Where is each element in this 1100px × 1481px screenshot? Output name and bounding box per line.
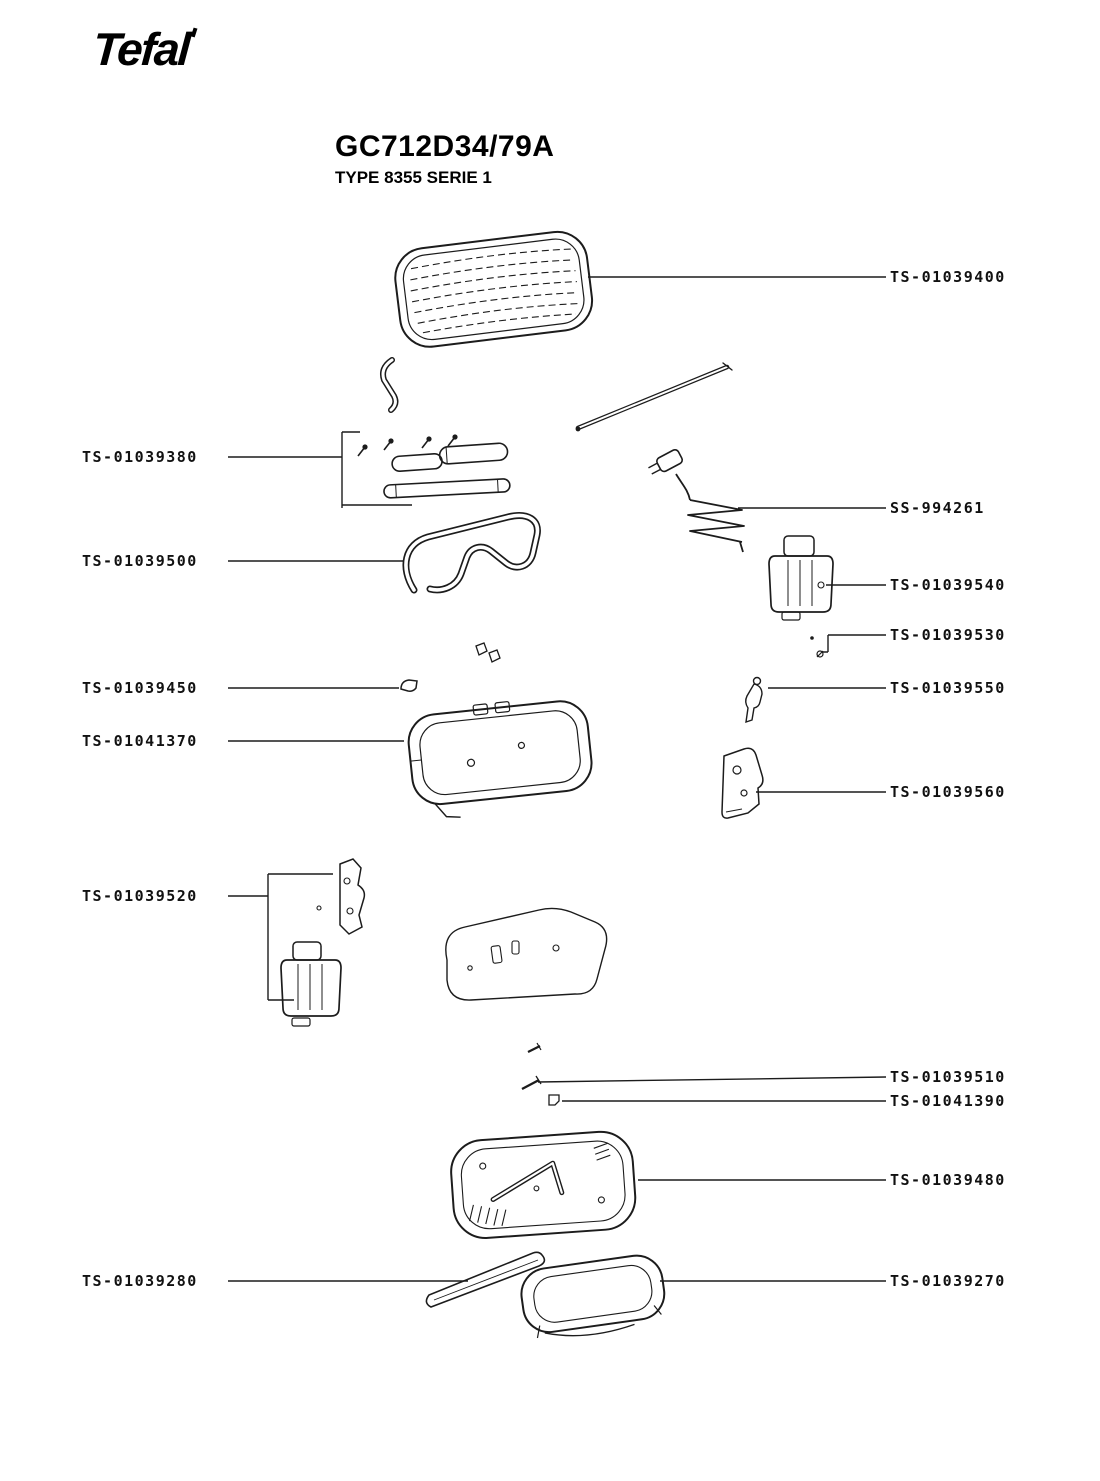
clip-drawing bbox=[400, 679, 418, 692]
part-label-ts-01041370: TS-01041370 bbox=[82, 732, 198, 750]
part-label-ts-01039550: TS-01039550 bbox=[890, 679, 1006, 697]
screw-drawing bbox=[521, 1075, 542, 1091]
part-label-ts-01039270: TS-01039270 bbox=[890, 1272, 1006, 1290]
small-screw-drawing bbox=[527, 1042, 542, 1053]
bracket-drawing bbox=[721, 747, 764, 819]
part-label-ts-01039400: TS-01039400 bbox=[890, 268, 1006, 286]
grill-frame-drawing bbox=[407, 700, 593, 818]
lever-drawing bbox=[745, 676, 763, 724]
part-label-ts-01039480: TS-01039480 bbox=[890, 1171, 1006, 1189]
leader-ts-01039520 bbox=[228, 873, 333, 1001]
part-label-ts-01039540: TS-01039540 bbox=[890, 576, 1006, 594]
leader-ts-01039530 bbox=[822, 634, 886, 653]
cord-clip-drawing bbox=[548, 1094, 560, 1106]
part-label-ts-01039510: TS-01039510 bbox=[890, 1068, 1006, 1086]
heating-element-drawing bbox=[402, 512, 541, 594]
part-label-ts-01041390: TS-01041390 bbox=[890, 1092, 1006, 1110]
base-frame-drawing bbox=[520, 1254, 666, 1339]
rod-drawing bbox=[575, 362, 733, 432]
power-cord-drawing bbox=[648, 448, 745, 553]
part-label-ts-01039560: TS-01039560 bbox=[890, 783, 1006, 801]
leader-ts-01039380 bbox=[228, 431, 412, 508]
hook-tube-drawing bbox=[380, 357, 399, 413]
handle-strip-drawing bbox=[425, 1251, 546, 1308]
screws-drawing bbox=[810, 636, 824, 658]
base-housing-drawing bbox=[450, 1130, 637, 1239]
hinge-housing-drawing bbox=[280, 941, 342, 1027]
thermostat-housing-drawing bbox=[768, 535, 834, 621]
part-label-ts-01039500: TS-01039500 bbox=[82, 552, 198, 570]
leader-lines bbox=[228, 276, 887, 1282]
part-label-ts-01039530: TS-01039530 bbox=[890, 626, 1006, 644]
part-label-ts-01039520: TS-01039520 bbox=[82, 887, 198, 905]
part-label-ts-01039380: TS-01039380 bbox=[82, 448, 198, 466]
part-label-ts-01039280: TS-01039280 bbox=[82, 1272, 198, 1290]
leader-ts-01039510 bbox=[537, 1076, 887, 1083]
page-title: GC712D34/79A bbox=[335, 130, 555, 163]
part-label-ss-994261: SS-994261 bbox=[890, 499, 985, 517]
hinge-bracket-drawing bbox=[316, 858, 366, 935]
title-block: GC712D34/79A TYPE 8355 SERIE 1 bbox=[335, 130, 554, 188]
hinge-clips-drawing bbox=[475, 642, 501, 663]
heater-assembly-drawing bbox=[357, 434, 511, 499]
page-subtitle: TYPE 8355 SERIE 1 bbox=[335, 168, 492, 187]
part-label-ts-01039450: TS-01039450 bbox=[82, 679, 198, 697]
screw-glyphs bbox=[357, 434, 458, 457]
reflector-plate-drawing bbox=[445, 907, 608, 1001]
grill-plate-drawing bbox=[394, 230, 594, 348]
